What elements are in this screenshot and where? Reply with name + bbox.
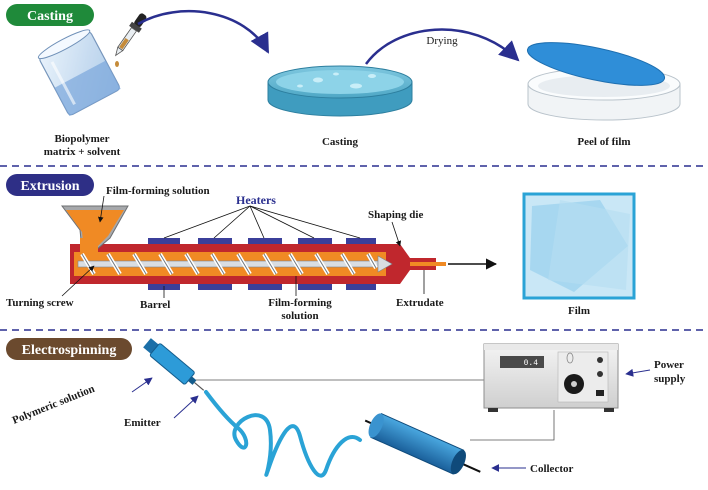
power-supply-icon: 0.4 [483, 343, 619, 412]
power-label-line2: supply [654, 373, 686, 385]
electrospinning-section: Electrospinning [6, 338, 686, 478]
power-display-value: 0.4 [524, 359, 539, 368]
arrow-to-casting [137, 10, 270, 54]
electrospinning-badge: Electrospinning [6, 338, 132, 360]
film-forming-bottom-line1: Film-forming [268, 297, 332, 309]
drying-label: Drying [426, 35, 458, 47]
fiber-jet [204, 390, 362, 478]
beaker-icon [37, 29, 121, 117]
peel-of-film-label: Peel of film [577, 136, 630, 148]
polymeric-solution-label: Polymeric solution [11, 383, 97, 427]
pointer-emitter [173, 395, 199, 419]
electrospinning-title: Electrospinning [22, 343, 117, 358]
collector-label: Collector [530, 463, 573, 475]
biopolymer-label-line1: Biopolymer [55, 133, 110, 145]
hopper-icon [61, 205, 129, 252]
pointer-power [625, 368, 651, 377]
syringe-icon [143, 338, 205, 391]
casting-badge: Casting [6, 4, 94, 26]
film-forming-bottom-line2: solution [281, 310, 318, 322]
extrusion-section: Extrusion [6, 174, 636, 322]
shaping-die [410, 258, 446, 270]
barrel-label: Barrel [140, 299, 170, 311]
shaping-die-label: Shaping die [368, 209, 423, 221]
petri-dish-casting-icon [267, 65, 413, 117]
turning-screw [77, 252, 393, 276]
turning-screw-label: Turning screw [6, 297, 74, 309]
film-label: Film [568, 305, 590, 317]
emitter-label: Emitter [124, 417, 161, 429]
film-forming-solution-label: Film-forming solution [106, 185, 210, 197]
biopolymer-label-line2: matrix + solvent [44, 146, 121, 158]
pointer-polymeric [131, 377, 153, 393]
extrudate-label: Extrudate [396, 297, 444, 309]
casting-title: Casting [27, 9, 73, 24]
arrow-drying [364, 28, 520, 65]
dropper-icon [115, 13, 147, 67]
extrusion-title: Extrusion [20, 179, 79, 194]
extrusion-leaders [61, 195, 425, 298]
extrusion-badge: Extrusion [6, 174, 94, 196]
power-label-line1: Power [654, 359, 684, 371]
film-sheet-icon [522, 192, 636, 300]
casting-section: Casting [6, 4, 681, 158]
wires [196, 379, 555, 441]
heaters-label: Heaters [236, 193, 276, 207]
collector-icon [364, 412, 481, 475]
casting-label: Casting [322, 136, 359, 148]
petri-dish-peel-icon [526, 42, 681, 121]
